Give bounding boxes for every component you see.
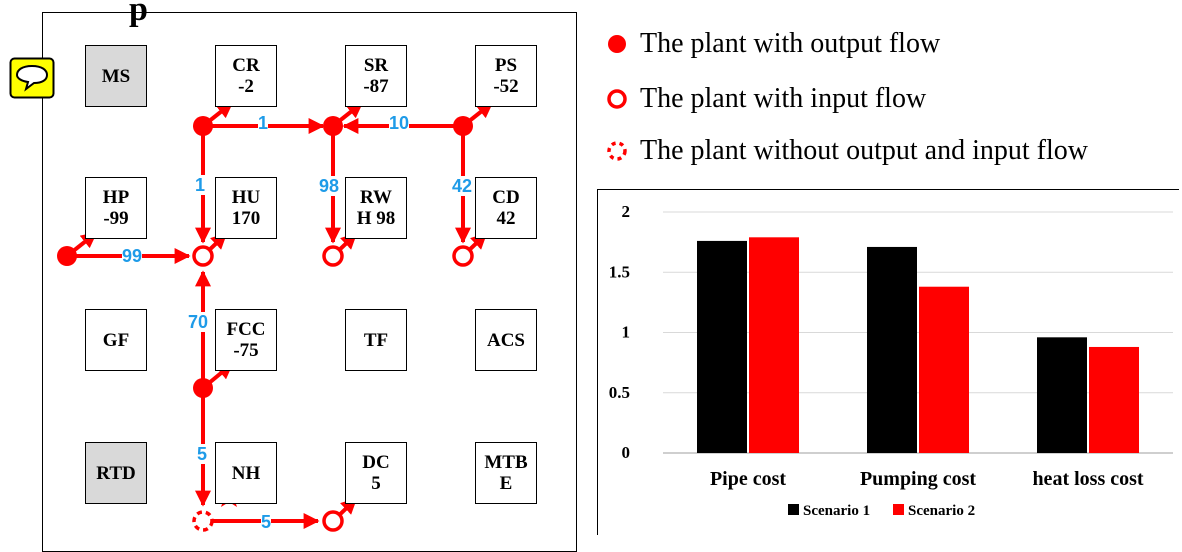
- plant-name: GF: [102, 329, 130, 351]
- bar-scenario-1-heat-loss-cost: [1037, 337, 1087, 453]
- panel-title: p: [129, 0, 148, 28]
- flow-label-nh-dc: 5: [261, 512, 272, 532]
- bar-scenario-2-heat-loss-cost: [1089, 346, 1139, 453]
- dashed-circle-icon: [607, 141, 627, 161]
- y-tick-label: 1: [622, 323, 631, 342]
- flow-label-ps-sr: 10: [389, 113, 410, 133]
- plant-node-ms: MS: [85, 45, 147, 107]
- plant-name: CD: [492, 187, 520, 208]
- legend-input-row: The plant with input flow: [606, 83, 926, 115]
- legend-none-label: The plant without output and input flow: [640, 135, 1088, 166]
- plant-node-gf: GF: [85, 309, 147, 371]
- input-marker-cd: [452, 245, 474, 267]
- plant-node-rtd: RTD: [85, 442, 147, 504]
- plant-name: MTB: [484, 452, 528, 473]
- output-marker-sr: [323, 116, 343, 136]
- plant-value: E: [499, 473, 513, 494]
- plant-name: HP: [102, 187, 130, 208]
- legend-series-label: Scenario 1: [803, 503, 870, 519]
- plant-node-hp: HP -99: [85, 177, 147, 239]
- bar-scenario-2-pumping-cost: [919, 286, 969, 453]
- plant-name: PS: [494, 55, 518, 76]
- plant-node-dc: DC 5: [345, 442, 407, 504]
- plant-name: MS: [101, 65, 131, 87]
- flow-label-hp-hu: 99: [122, 246, 143, 266]
- comment-icon[interactable]: [9, 57, 55, 99]
- plant-name: TF: [363, 329, 389, 351]
- plant-value: 5: [371, 473, 381, 494]
- legend-swatch: [893, 504, 904, 515]
- plant-name: CR: [232, 55, 260, 76]
- bar-scenario-2-pipe-cost: [749, 237, 799, 453]
- output-marker-hp: [57, 246, 77, 266]
- y-tick-label: 0.5: [609, 383, 630, 402]
- flow-label-cr-hu: 1: [195, 175, 206, 195]
- plant-name: RTD: [96, 462, 136, 484]
- filled-circle-icon: [608, 35, 626, 53]
- category-label: Pipe cost: [710, 468, 786, 490]
- plant-node-cr: CR -2: [215, 45, 277, 107]
- plant-value: -2: [238, 76, 254, 97]
- plant-node-nh: NH: [215, 442, 277, 504]
- flow-label-sr-rwh: 98: [319, 176, 340, 196]
- output-marker-ps: [453, 116, 473, 136]
- plant-node-cd: CD 42: [475, 177, 537, 239]
- legend-series-label: Scenario 2: [908, 503, 975, 519]
- plant-node-acs: ACS: [475, 309, 537, 371]
- plant-name: NH: [231, 462, 261, 484]
- input-marker-hu: [192, 245, 214, 267]
- plant-value: H 98: [356, 208, 396, 229]
- plant-node-mtbe: MTB E: [475, 442, 537, 504]
- y-tick-label: 2: [622, 202, 631, 221]
- legend-output-label: The plant with output flow: [640, 28, 941, 59]
- plant-node-fcc: FCC -75: [215, 309, 277, 371]
- plant-node-hu: HU 170: [215, 177, 277, 239]
- flow-label-ps-cd: 42: [452, 176, 473, 196]
- flow-label-fcc-nh: 5: [197, 444, 208, 464]
- category-label: Pumping cost: [860, 468, 976, 490]
- output-marker-cr: [193, 116, 213, 136]
- legend-swatch: [788, 504, 799, 515]
- legend-none-row: The plant without output and input flow: [606, 135, 1088, 167]
- legend-output-row: The plant with output flow: [606, 28, 940, 60]
- plant-name: HU: [231, 187, 261, 208]
- plant-node-rwh: RW H 98: [345, 177, 407, 239]
- plant-name: FCC: [226, 319, 266, 340]
- bar-scenario-1-pipe-cost: [697, 240, 747, 453]
- category-label: heat loss cost: [1032, 468, 1143, 490]
- plant-value: -87: [363, 76, 389, 97]
- plant-node-sr: SR -87: [345, 45, 407, 107]
- legend-input-label: The plant with input flow: [640, 83, 927, 114]
- flow-label-cr-sr: 1: [258, 113, 269, 133]
- plant-name: DC: [362, 452, 390, 473]
- plant-node-ps: PS -52: [475, 45, 537, 107]
- y-tick-label: 0: [622, 443, 631, 462]
- plant-name: SR: [363, 55, 389, 76]
- flow-label-fcc-hu: 70: [188, 312, 209, 332]
- plant-value: -75: [233, 340, 259, 361]
- hollow-circle-icon: [607, 89, 627, 109]
- plant-value: 170: [231, 208, 261, 229]
- plant-name: ACS: [486, 329, 525, 351]
- plant-name: RW: [359, 187, 393, 208]
- plant-value: 42: [496, 208, 516, 229]
- plant-value: -99: [103, 208, 129, 229]
- plant-node-tf: TF: [345, 309, 407, 371]
- input-marker-rwh: [322, 245, 344, 267]
- input-marker-dc: [322, 510, 344, 532]
- y-tick-label: 1.5: [609, 262, 630, 281]
- nothrough-marker-nh: [192, 510, 214, 532]
- plant-value: -52: [493, 76, 519, 97]
- output-marker-fcc: [193, 378, 213, 398]
- bar-scenario-1-pumping-cost: [867, 246, 917, 453]
